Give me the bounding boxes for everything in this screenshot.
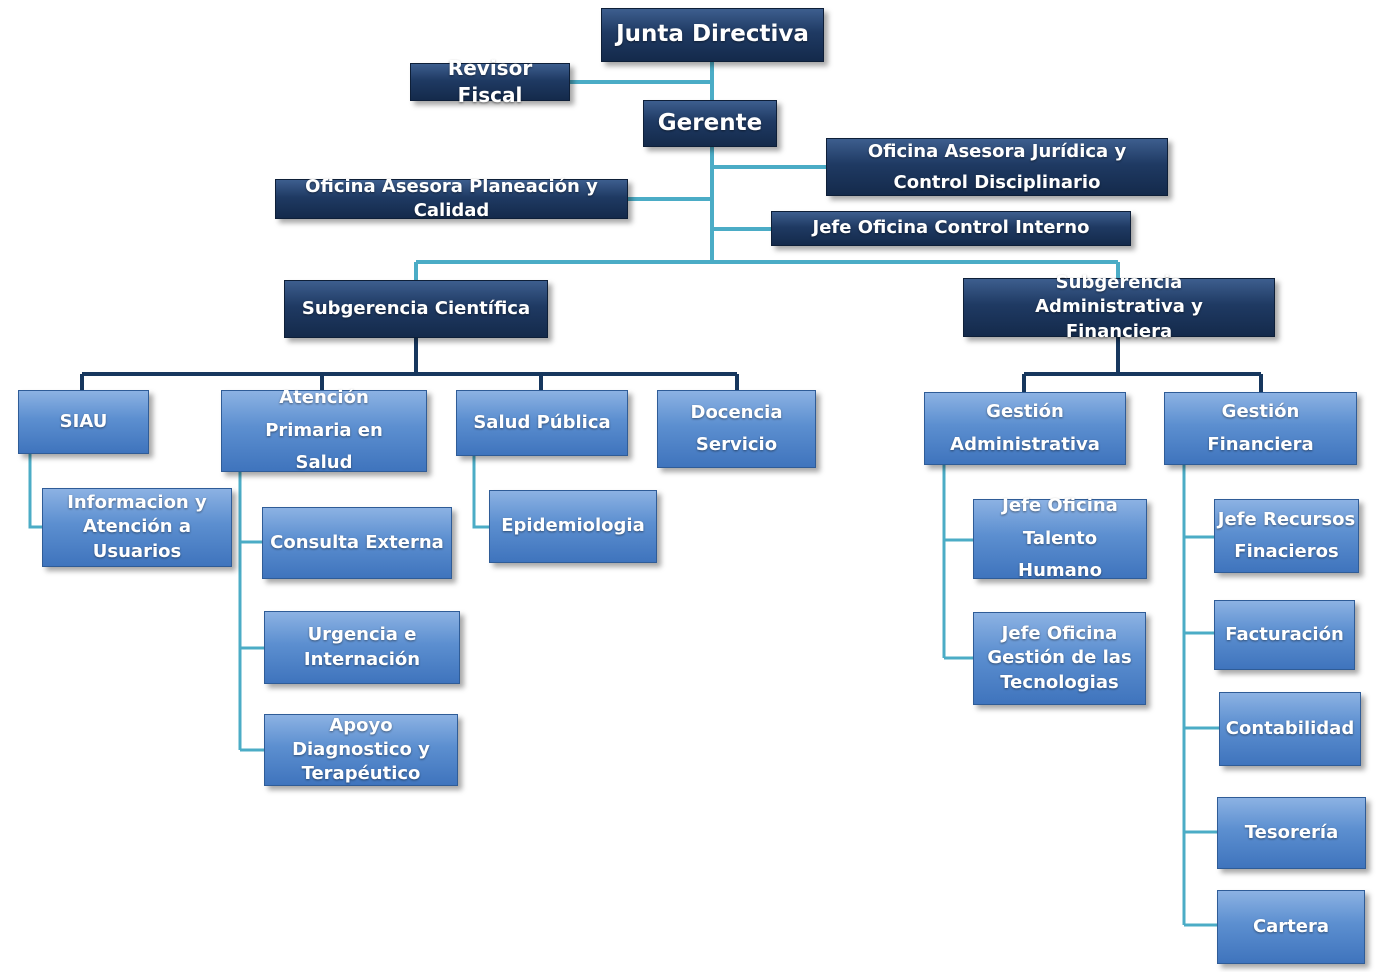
- node-oficina-planeacion: Oficina Asesora Planeación y Calidad: [275, 176, 628, 221]
- node-informacion-usuarios: Informacion y Atención a Usuarios: [42, 488, 232, 567]
- node-salud-publica: Salud Pública: [456, 390, 628, 456]
- node-subgerencia-cientifica: Subgerencia Científica: [284, 280, 548, 338]
- node-cartera: Cartera: [1217, 890, 1365, 964]
- connector-sub-admin-children: [1022, 337, 1263, 392]
- connector-gestion-admin-children: [942, 465, 973, 660]
- connector-atencion-children: [238, 472, 264, 752]
- node-talento-humano: Jefe Oficina Talento Humano: [973, 495, 1147, 581]
- connector-subgerencias: [414, 260, 1120, 280]
- node-gestion-administrativa: Gestión Administrativa: [924, 392, 1126, 465]
- node-tesoreria: Tesorería: [1217, 797, 1366, 869]
- node-gestion-financiera: Gestión Financiera: [1164, 392, 1357, 465]
- node-consulta-externa: Consulta Externa: [262, 507, 452, 579]
- node-atencion-primaria: Atención Primaria en Salud: [221, 387, 427, 473]
- node-control-interno: Jefe Oficina Control Interno: [771, 211, 1131, 246]
- connector-salud-children: [472, 456, 489, 529]
- node-revisor-fiscal: Revisor Fiscal: [410, 56, 570, 107]
- connector-siau-children: [28, 454, 42, 529]
- node-recursos-financieros: Jefe Recursos Finacieros: [1214, 499, 1359, 573]
- node-apoyo-diagnostico: Apoyo Diagnostico y Terapéutico: [264, 714, 458, 786]
- node-gestion-tecnologias: Jefe Oficina Gestión de las Tecnologias: [973, 612, 1146, 705]
- node-oficina-juridica: Oficina Asesora Jurídica y Control Disci…: [826, 138, 1168, 196]
- node-docencia-servicio: Docencia Servicio: [657, 390, 816, 468]
- node-subgerencia-administrativa: Subgerencia Administrativa y Financiera: [963, 272, 1275, 342]
- connector-gestion-fin-children: [1182, 465, 1219, 927]
- node-urgencia-internacion: Urgencia e Internación: [264, 611, 460, 684]
- node-siau: SIAU: [18, 390, 149, 454]
- node-facturacion: Facturación: [1214, 600, 1355, 670]
- node-junta-directiva: Junta Directiva: [601, 8, 824, 62]
- node-contabilidad: Contabilidad: [1219, 692, 1361, 766]
- node-epidemiologia: Epidemiologia: [489, 490, 657, 563]
- node-gerente: Gerente: [643, 100, 777, 147]
- connector-sub-cientifica-children: [80, 337, 739, 390]
